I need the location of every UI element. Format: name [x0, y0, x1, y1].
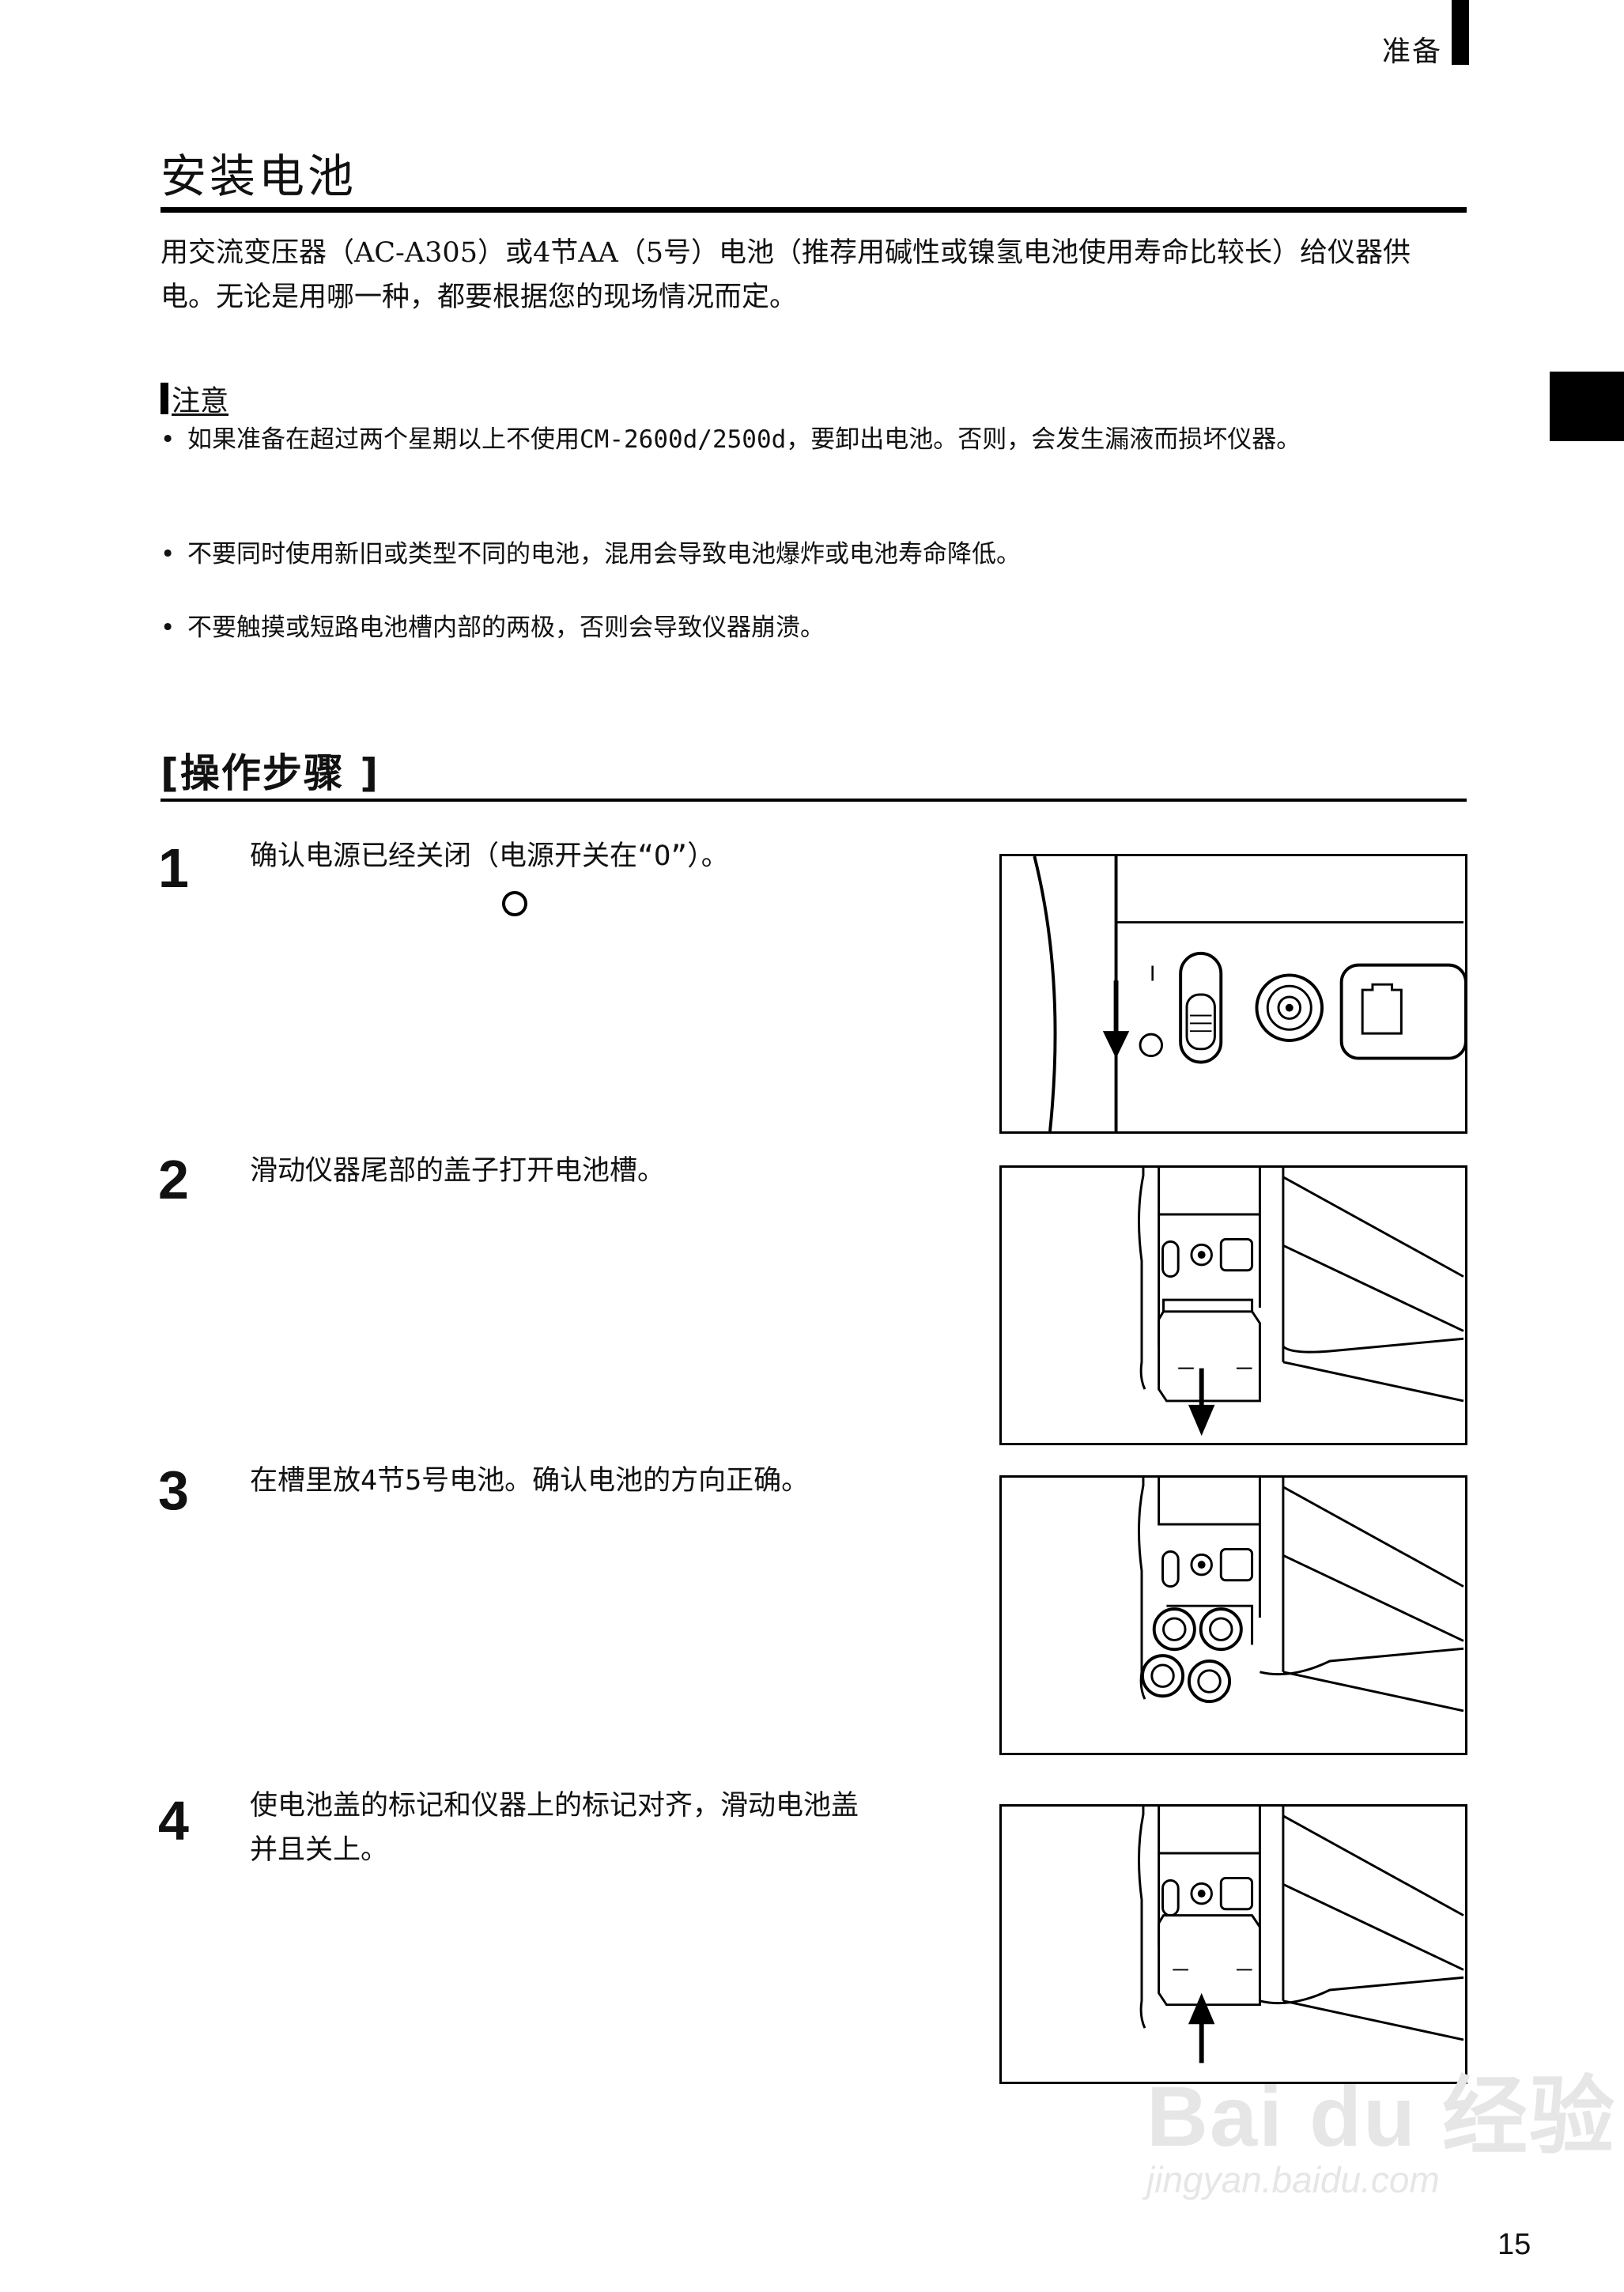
step-number: 1 — [158, 837, 189, 899]
page-title: 安装电池 — [161, 149, 357, 203]
caution-item: • 不要同时使用新旧或类型不同的电池，混用会导致电池爆炸或电池寿命降低。 — [161, 534, 1021, 569]
chapter-tab-marker — [1550, 372, 1624, 441]
caution-heading-label: 注意 — [172, 385, 229, 417]
power-switch-illustration: I — [1033, 856, 1465, 1131]
on-mark-label: I — [1150, 961, 1156, 985]
caution-item: • 不要触摸或短路电池槽内部的两极，否则会导致仪器崩溃。 — [161, 607, 825, 643]
caution-item-text: 如果准备在超过两个星期以上不使用CM-2600d/2500d，要卸出电池。否则，… — [187, 425, 1301, 454]
figure-open-cover — [999, 1165, 1467, 1445]
procedure-title: [操作步骤 ] — [161, 750, 380, 796]
insert-batteries-illustration — [1138, 1478, 1464, 1712]
watermark-logo: Bai du 经验 — [1146, 2068, 1617, 2164]
step-text: 使电池盖的标记和仪器上的标记对齐，滑动电池盖 并且关上。 — [250, 1790, 859, 1866]
caution-marker — [161, 383, 168, 414]
power-off-ring-icon — [502, 891, 527, 916]
section-label: 准备 — [1382, 36, 1443, 68]
header-bar — [1452, 0, 1469, 65]
watermark-url: jingyan.baidu.com — [1146, 2159, 1440, 2200]
caution-item: • 如果准备在超过两个星期以上不使用CM-2600d/2500d，要卸出电池。否… — [161, 419, 1301, 455]
title-divider — [161, 207, 1467, 213]
step-number: 2 — [158, 1149, 189, 1210]
page-number: 15 — [1497, 2228, 1531, 2261]
figure-power-switch: I — [999, 854, 1467, 1134]
caution-item-text: 不要同时使用新旧或类型不同的电池，混用会导致电池爆炸或电池寿命降低。 — [187, 540, 1021, 568]
bullet-icon: • — [161, 614, 176, 642]
caution-heading: 注意 — [161, 378, 228, 419]
step-text: 在槽里放4节5号电池。确认电池的方向正确。 — [250, 1465, 810, 1497]
bullet-icon: • — [161, 425, 176, 454]
figure-insert-batteries — [999, 1475, 1467, 1755]
procedure-divider — [161, 799, 1467, 802]
step-number: 4 — [158, 1790, 189, 1852]
close-cover-illustration — [1138, 1807, 1464, 2064]
intro-paragraph: 用交流变压器（AC-A305）或4节AA（5号）电池（推荐用碱性或镍氢电池使用寿… — [161, 237, 1411, 313]
open-cover-illustration — [1138, 1168, 1464, 1437]
step-text: 滑动仪器尾部的盖子打开电池槽。 — [250, 1155, 666, 1187]
caution-item-text: 不要触摸或短路电池槽内部的两极，否则会导致仪器崩溃。 — [187, 614, 825, 642]
figure-close-cover — [999, 1804, 1467, 2084]
step-text: 确认电源已经关闭（电源开关在“O”）。 — [250, 840, 729, 872]
bullet-icon: • — [161, 540, 176, 568]
step-number: 3 — [158, 1459, 189, 1521]
